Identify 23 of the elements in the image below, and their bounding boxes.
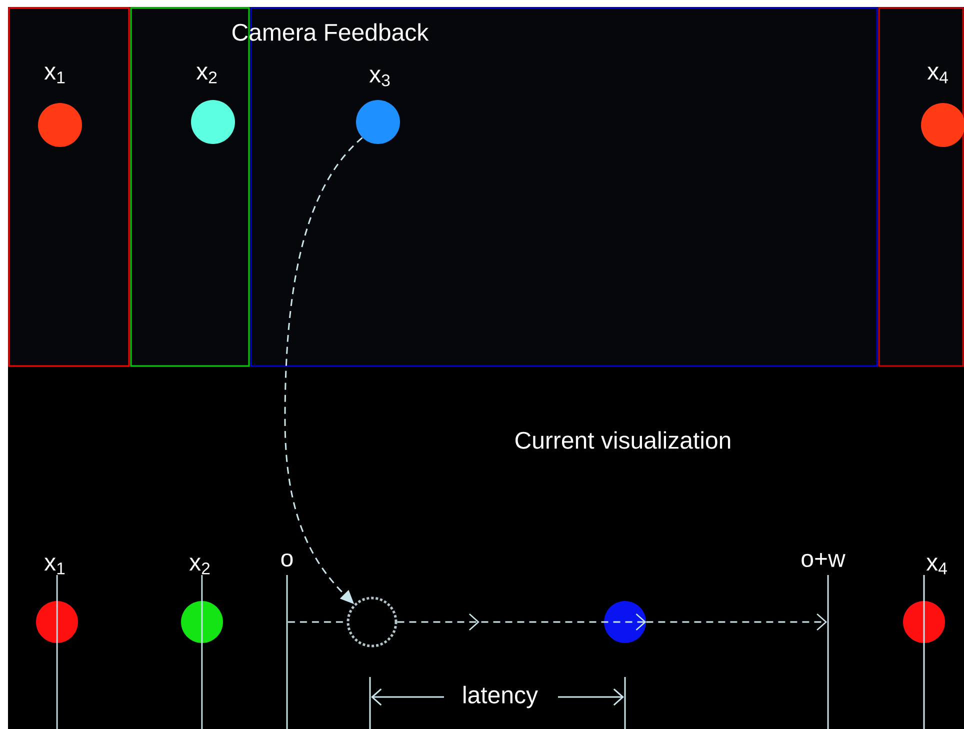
position-label: x$_{1}$	[44, 558, 65, 574]
position-label: x$_{2}$	[196, 66, 217, 84]
position-label: o+w	[802, 552, 846, 568]
position-label: o	[281, 553, 293, 567]
dot	[38, 103, 82, 147]
arrow	[646, 614, 828, 630]
position-label: x$_{4}$	[926, 558, 947, 574]
dot	[604, 601, 646, 643]
dot	[191, 100, 235, 144]
panel-title: Current visualization	[516, 431, 730, 449]
dot	[181, 601, 223, 643]
marker-line	[827, 575, 829, 729]
position-label: x$_{4}$	[927, 66, 948, 84]
dot	[36, 601, 78, 643]
dot	[356, 100, 400, 144]
position-label: x$_{1}$	[44, 66, 65, 84]
arrow	[397, 614, 646, 630]
dotted-circle	[346, 596, 398, 648]
position-label: x$_{2}$	[189, 558, 210, 574]
dimension-label: latency	[464, 686, 538, 708]
dot	[903, 601, 945, 643]
position-label: x$_{3}$	[369, 70, 390, 86]
marker-line	[286, 575, 288, 729]
